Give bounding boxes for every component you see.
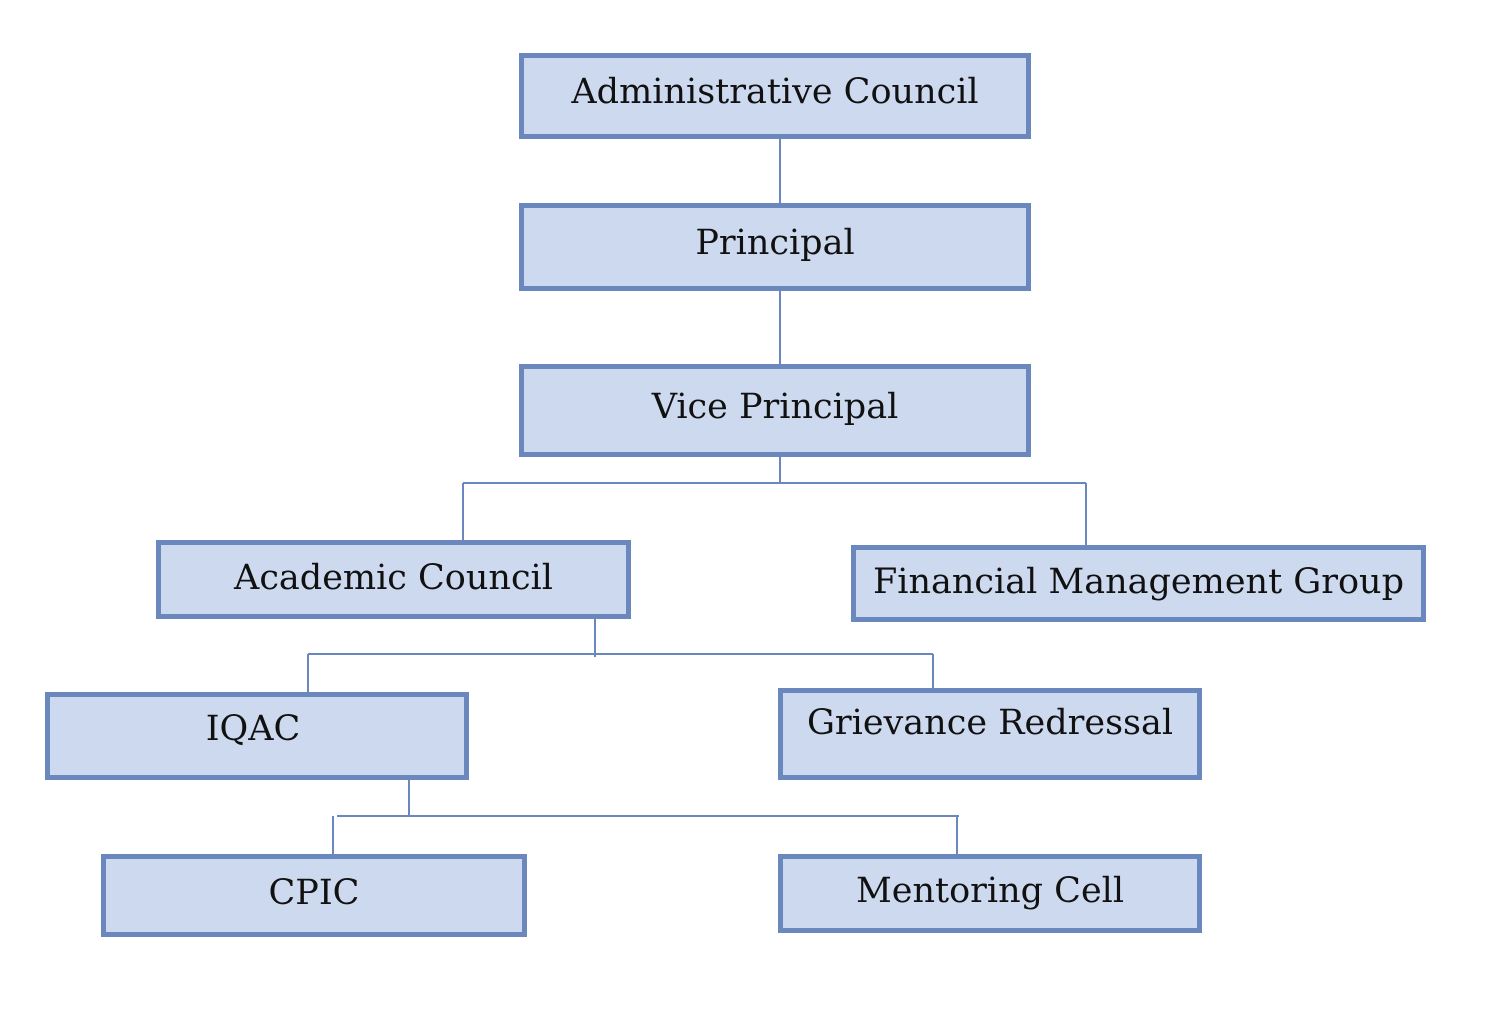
node-principal: Principal — [519, 203, 1031, 291]
node-cpic: CPIC — [101, 854, 527, 937]
node-label: CPIC — [268, 872, 360, 913]
node-label: Vice Principal — [651, 386, 899, 427]
node-financial-management-group: Financial Management Group — [851, 545, 1426, 622]
node-iqac: IQAC — [45, 692, 469, 780]
node-academic-council: Academic Council — [156, 540, 631, 619]
node-mentoring-cell: Mentoring Cell — [778, 854, 1202, 933]
node-label: IQAC — [205, 709, 301, 749]
node-label: Grievance Redressal — [806, 703, 1174, 743]
node-label: Principal — [695, 223, 855, 263]
node-label: Financial Management Group — [873, 561, 1404, 602]
node-label: Academic Council — [234, 557, 553, 598]
node-label: Mentoring Cell — [855, 870, 1125, 911]
node-administrative-council: Administrative Council — [519, 53, 1031, 139]
node-grievance-redressal: Grievance Redressal — [778, 688, 1202, 780]
node-vice-principal: Vice Principal — [519, 364, 1031, 457]
node-label: Administrative Council — [571, 72, 979, 112]
